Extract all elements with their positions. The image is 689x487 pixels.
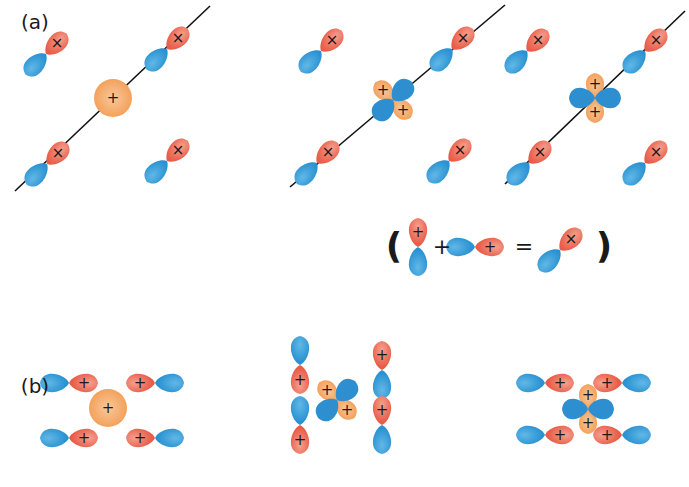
- p-orbital: [516, 374, 574, 392]
- phase-sign: +: [78, 376, 91, 391]
- p-orbital: [126, 374, 184, 392]
- phase-sign: +: [589, 105, 602, 120]
- phase-sign: +: [601, 428, 614, 443]
- p-orbital: [593, 426, 651, 444]
- phase-sign: +: [484, 240, 497, 255]
- phase-sign: +: [294, 433, 307, 448]
- phase-sign: +: [134, 431, 147, 446]
- operator: +: [433, 236, 451, 258]
- s-orbital: [89, 389, 127, 427]
- phase-sign: +: [376, 403, 389, 418]
- phase-sign: +: [412, 225, 425, 240]
- bracket: ): [596, 228, 612, 264]
- phase-sign: +: [78, 431, 91, 446]
- p-orbital: [291, 396, 309, 454]
- d-orbital: [357, 64, 429, 136]
- p-orbital: [422, 134, 476, 188]
- phase-sign: +: [554, 376, 567, 391]
- phase-sign: +: [582, 416, 595, 431]
- p-orbital: [500, 24, 554, 78]
- phase-sign: ×: [51, 36, 64, 51]
- p-orbital: [140, 134, 194, 188]
- phase-sign: ×: [454, 143, 467, 158]
- phase-sign: ×: [532, 33, 545, 48]
- bracket: (: [386, 228, 402, 264]
- p-orbital: [533, 223, 587, 277]
- phase-sign: ×: [52, 146, 65, 161]
- phase-sign: +: [134, 376, 147, 391]
- phase-sign: +: [589, 77, 602, 92]
- d-orbital: [562, 384, 614, 434]
- d-orbital: [301, 364, 373, 436]
- phase-sign: +: [377, 83, 390, 98]
- phase-sign: ×: [650, 145, 663, 160]
- p-orbital: [294, 24, 348, 78]
- phase-sign: +: [341, 403, 354, 418]
- p-orbital: [126, 429, 184, 447]
- s-orbital: [94, 79, 132, 117]
- d-orbital: [569, 73, 621, 123]
- p-orbital: [19, 27, 73, 81]
- phase-sign: +: [554, 428, 567, 443]
- phase-sign: ×: [534, 145, 547, 160]
- p-orbital: [425, 22, 479, 76]
- p-orbital: [618, 24, 672, 78]
- phase-sign: ×: [326, 33, 339, 48]
- p-orbital: [593, 374, 651, 392]
- panel-label: (a): [21, 12, 49, 32]
- p-orbital: [291, 336, 309, 394]
- p-orbital: [502, 136, 556, 190]
- phase-sign: ×: [322, 145, 335, 160]
- p-orbital: [373, 396, 391, 454]
- phase-sign: +: [321, 383, 334, 398]
- phase-sign: ×: [172, 31, 185, 46]
- phase-sign: ×: [457, 31, 470, 46]
- phase-sign: ×: [172, 143, 185, 158]
- axis-line: [15, 6, 210, 191]
- p-orbital: [290, 136, 344, 190]
- p-orbital: [516, 426, 574, 444]
- p-orbital: [20, 137, 74, 191]
- p-orbital: [40, 429, 98, 447]
- p-orbital: [618, 136, 672, 190]
- phase-sign: +: [582, 388, 595, 403]
- phase-sign: ×: [650, 33, 663, 48]
- phase-sign: +: [397, 103, 410, 118]
- phase-sign: +: [601, 376, 614, 391]
- phase-sign: +: [107, 91, 120, 106]
- phase-sign: +: [102, 401, 115, 416]
- p-orbital: [446, 238, 504, 256]
- phase-sign: ×: [565, 232, 578, 247]
- operator: =: [515, 236, 533, 258]
- phase-sign: +: [294, 373, 307, 388]
- panel-label: (b): [21, 376, 49, 396]
- p-orbital: [373, 341, 391, 399]
- p-orbital: [140, 22, 194, 76]
- phase-sign: +: [376, 348, 389, 363]
- p-orbital: [409, 218, 427, 276]
